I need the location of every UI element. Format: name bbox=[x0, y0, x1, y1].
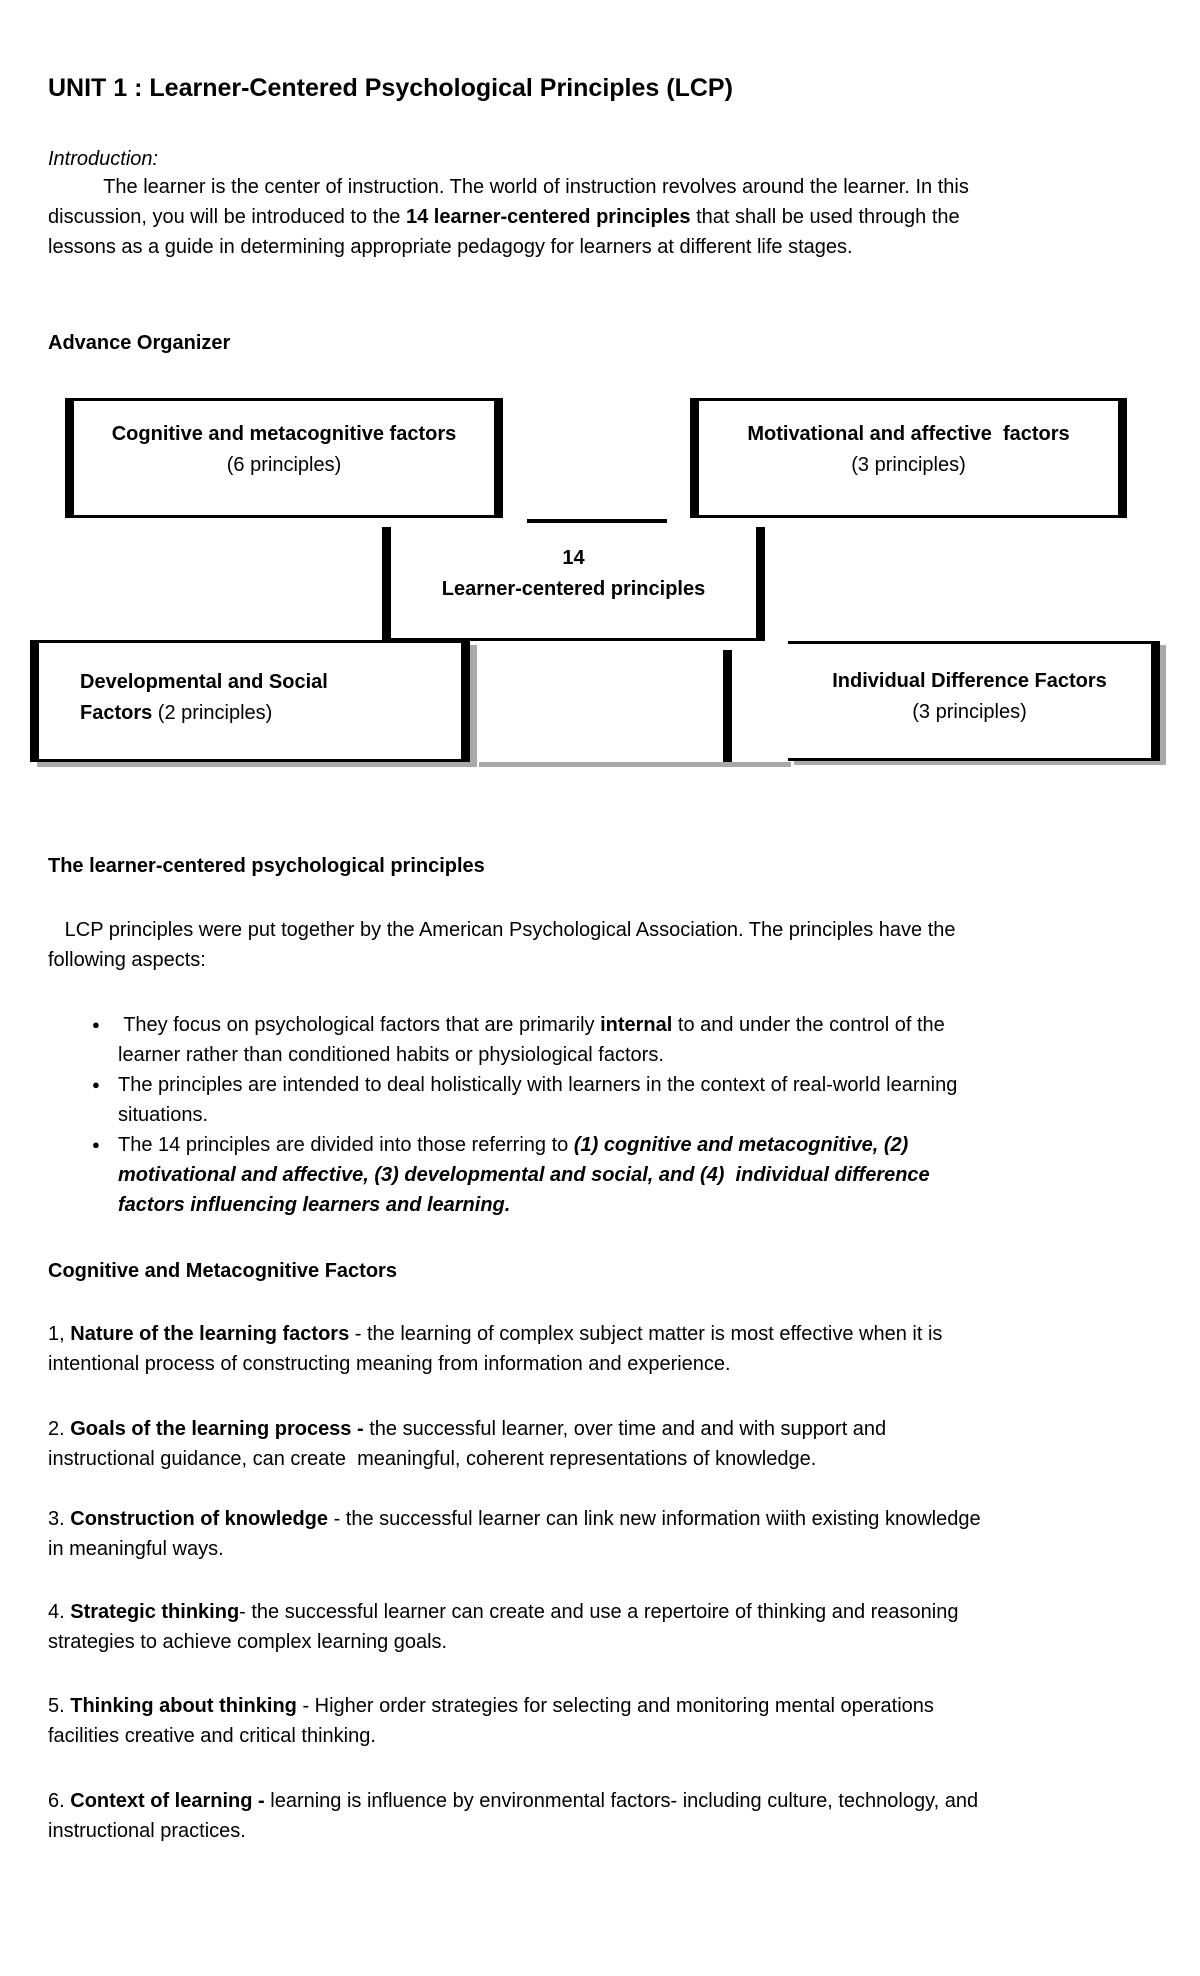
text-line: 6. Context of learning - learning is inf… bbox=[48, 1790, 979, 1812]
text-line: instructional guidance, can create meani… bbox=[48, 1448, 817, 1470]
text-line: The learner is the center of instruction… bbox=[48, 176, 969, 198]
box-title: Motivational and affective factors bbox=[747, 423, 1070, 445]
text-line: lessons as a guide in determining approp… bbox=[48, 236, 853, 258]
numbered-item-1: 1, Nature of the learning factors - the … bbox=[48, 1319, 942, 1379]
text-line: 5. Thinking about thinking - Higher orde… bbox=[48, 1695, 934, 1717]
box-title: Developmental and Social bbox=[80, 671, 328, 693]
box-subtitle: (3 principles) bbox=[851, 454, 966, 476]
box-subtitle: (6 principles) bbox=[226, 454, 342, 476]
shadow-line bbox=[479, 762, 791, 767]
box-title: 14 bbox=[562, 547, 585, 569]
diagram-box-cognitive: Cognitive and metacognitive factors (6 p… bbox=[65, 398, 503, 518]
text-line: 1, Nature of the learning factors - the … bbox=[48, 1323, 943, 1345]
box-title: Cognitive and metacognitive factors bbox=[111, 423, 457, 445]
bullet-list: ● They focus on psychological factors th… bbox=[48, 1010, 957, 1220]
bullet-dot: ● bbox=[92, 1137, 100, 1152]
text-line: They focus on psychological factors that… bbox=[118, 1014, 945, 1036]
bullet-dot: ● bbox=[92, 1017, 100, 1032]
numbered-item-6: 6. Context of learning - learning is inf… bbox=[48, 1786, 978, 1846]
text-line: in meaningful ways. bbox=[48, 1538, 224, 1560]
text-line: following aspects: bbox=[48, 949, 206, 971]
diagram-box-motivational: Motivational and affective factors (3 pr… bbox=[690, 398, 1127, 518]
bullet-dot: ● bbox=[92, 1077, 100, 1092]
advance-organizer-heading: Advance Organizer bbox=[48, 332, 231, 354]
cognitive-factors-heading: Cognitive and Metacognitive Factors bbox=[48, 1260, 397, 1282]
text-line: instructional practices. bbox=[48, 1820, 246, 1842]
page-title: UNIT 1 : Learner-Centered Psychological … bbox=[48, 74, 733, 102]
numbered-item-2: 2. Goals of the learning process - the s… bbox=[48, 1414, 886, 1474]
text-line: 3. Construction of knowledge - the succe… bbox=[48, 1508, 981, 1530]
text-line: The 14 principles are divided into those… bbox=[118, 1134, 909, 1156]
text-line: factors influencing learners and learnin… bbox=[118, 1194, 511, 1216]
box-title: Learner-centered principles bbox=[441, 578, 706, 600]
numbered-item-5: 5. Thinking about thinking - Higher orde… bbox=[48, 1691, 934, 1751]
text-line: situations. bbox=[118, 1104, 209, 1126]
numbered-item-3: 3. Construction of knowledge - the succe… bbox=[48, 1504, 981, 1564]
diagram-box-individual: Individual Difference Factors (3 princip… bbox=[788, 641, 1160, 761]
box-subtitle: (3 principles) bbox=[912, 701, 1027, 723]
bullet-item: ● The 14 principles are divided into tho… bbox=[48, 1130, 957, 1220]
text-line: The principles are intended to deal holi… bbox=[118, 1074, 958, 1096]
bullet-item: ● They focus on psychological factors th… bbox=[48, 1010, 957, 1070]
numbered-item-4: 4. Strategic thinking- the successful le… bbox=[48, 1597, 958, 1657]
text-line: discussion, you will be introduced to th… bbox=[48, 206, 960, 228]
bullet-item: ● The principles are intended to deal ho… bbox=[48, 1070, 957, 1130]
diagram-box-developmental: Developmental and Social Factors (2 prin… bbox=[30, 640, 470, 762]
text-line: facilities creative and critical thinkin… bbox=[48, 1725, 376, 1747]
text-line: motivational and affective, (3) developm… bbox=[118, 1164, 930, 1186]
text-line: learner rather than conditioned habits o… bbox=[118, 1044, 664, 1066]
divider-bar bbox=[723, 650, 732, 762]
intro-paragraph: The learner is the center of instruction… bbox=[48, 172, 969, 262]
text-line: 2. Goals of the learning process - the s… bbox=[48, 1418, 887, 1440]
intro-label: Introduction: bbox=[48, 148, 159, 170]
lcp-heading: The learner-centered psychological princ… bbox=[48, 855, 485, 877]
box-title: Individual Difference Factors bbox=[832, 670, 1107, 692]
text-line: 4. Strategic thinking- the successful le… bbox=[48, 1601, 959, 1623]
text-line: intentional process of constructing mean… bbox=[48, 1353, 731, 1375]
text-line: strategies to achieve complex learning g… bbox=[48, 1631, 448, 1653]
diagram-box-center: 14 Learner-centered principles bbox=[382, 527, 765, 641]
connector-line bbox=[527, 519, 667, 523]
lcp-paragraph: LCP principles were put together by the … bbox=[48, 915, 956, 975]
box-subtitle: Factors (2 principles) bbox=[80, 702, 273, 724]
text-line: LCP principles were put together by the … bbox=[48, 919, 956, 941]
